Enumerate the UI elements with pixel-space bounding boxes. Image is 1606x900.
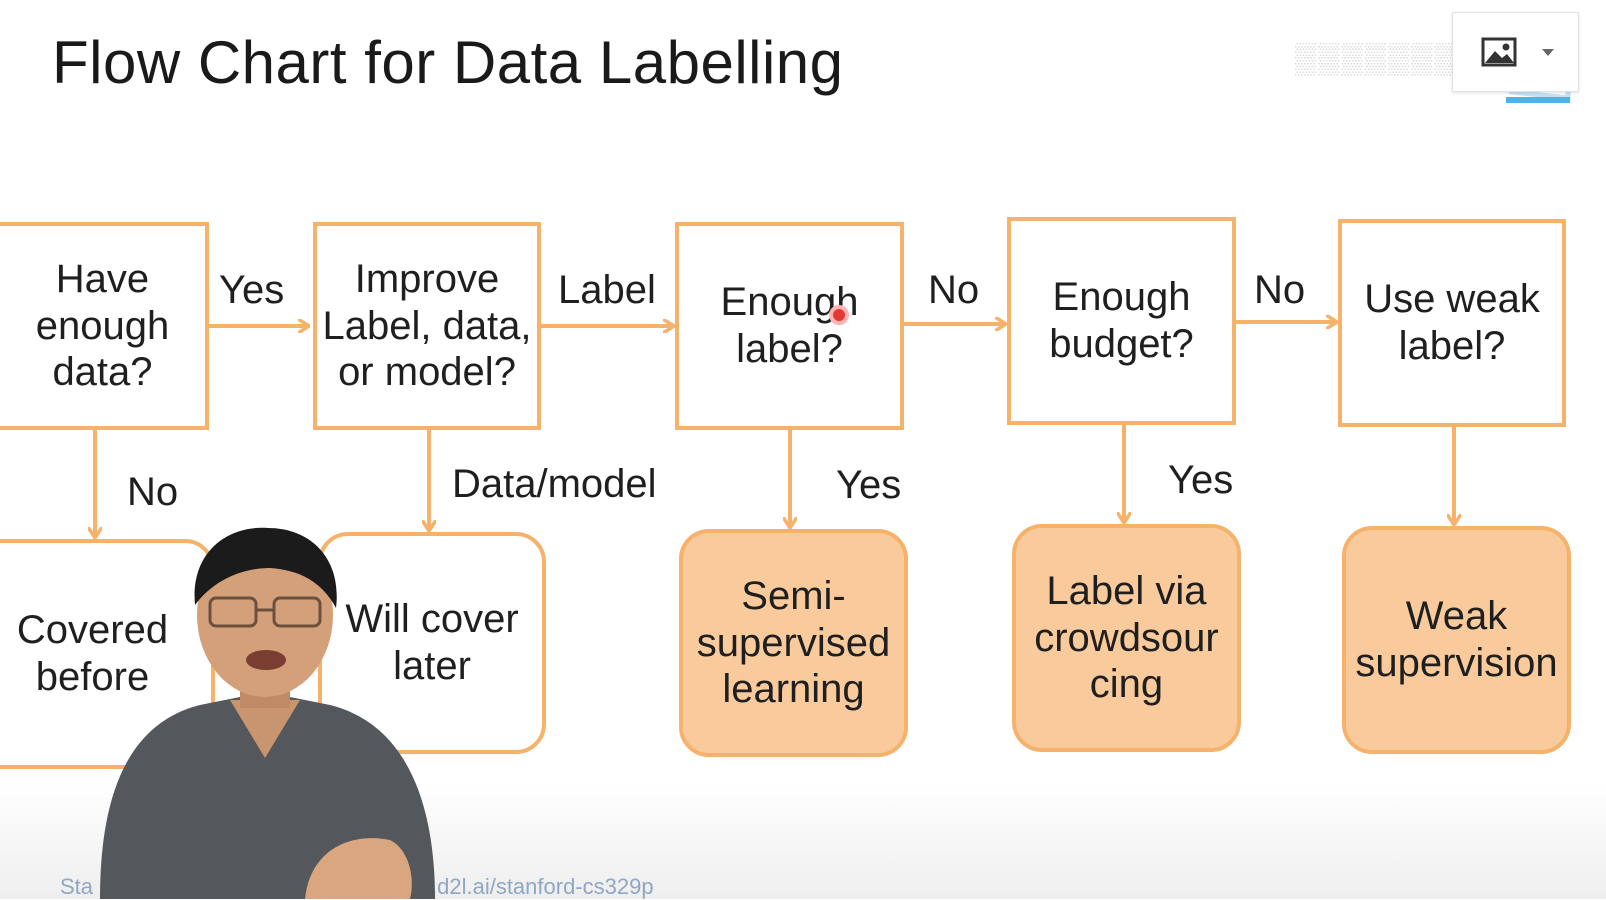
node-use-weak-label: Use weak label? <box>1338 219 1566 427</box>
node-will-cover-later-label: Will cover later <box>345 597 519 688</box>
node-crowdsourcing-label: Label via crowdsour cing <box>1034 568 1219 707</box>
edge-label-budget-yes: Yes <box>1168 458 1234 502</box>
node-weak-supervision-label: Weak supervision <box>1355 594 1558 685</box>
watermark: ▒▒▒▒▒▒▒▒ <box>1295 42 1482 75</box>
edge-label-improve-label: Label <box>558 268 656 312</box>
node-weak-supervision: Weak supervision <box>1342 526 1571 754</box>
edge-label-enough-label-no: No <box>928 268 980 312</box>
node-semi-supervised: Semi- supervised learning <box>679 529 908 757</box>
node-use-weak-label-label: Use weak label? <box>1364 277 1540 368</box>
node-enough-budget: Enough budget? <box>1007 217 1236 425</box>
node-improve: Improve Label, data, or model? <box>313 222 541 430</box>
image-icon <box>1481 37 1517 67</box>
node-semi-supervised-label: Semi- supervised learning <box>696 573 891 712</box>
slide-title: Flow Chart for Data Labelling <box>52 29 844 96</box>
pointer-dot <box>829 305 849 325</box>
node-enough-label-label: Enough label? <box>720 280 859 371</box>
edge-label-have-yes: Yes <box>219 268 285 312</box>
node-enough-label: Enough label? <box>675 222 904 430</box>
node-improve-label: Improve Label, data, or model? <box>322 256 532 395</box>
caret-down-icon <box>1542 49 1554 56</box>
edge-label-budget-no: No <box>1254 268 1306 312</box>
presenter-video-overlay <box>100 527 435 899</box>
edge-label-have-no: No <box>127 470 179 514</box>
node-enough-budget-label: Enough budget? <box>1049 275 1194 366</box>
footer-text: Sta <box>60 874 94 899</box>
node-crowdsourcing: Label via crowdsour cing <box>1012 524 1241 752</box>
node-covered-before: Covered before <box>0 539 215 769</box>
node-have-enough-data-label: Have enough data? <box>35 256 170 395</box>
video-player-menu-button[interactable] <box>1452 12 1579 92</box>
node-have-enough-data: Have enough data? <box>0 222 209 430</box>
footer-link[interactable]: c.d2l.ai/stanford-cs329p <box>420 874 654 899</box>
edge-label-enough-label-yes: Yes <box>836 463 902 507</box>
node-covered-before-label: Covered before <box>16 608 169 699</box>
edge-label-improve-data-model: Data/model <box>452 462 657 506</box>
